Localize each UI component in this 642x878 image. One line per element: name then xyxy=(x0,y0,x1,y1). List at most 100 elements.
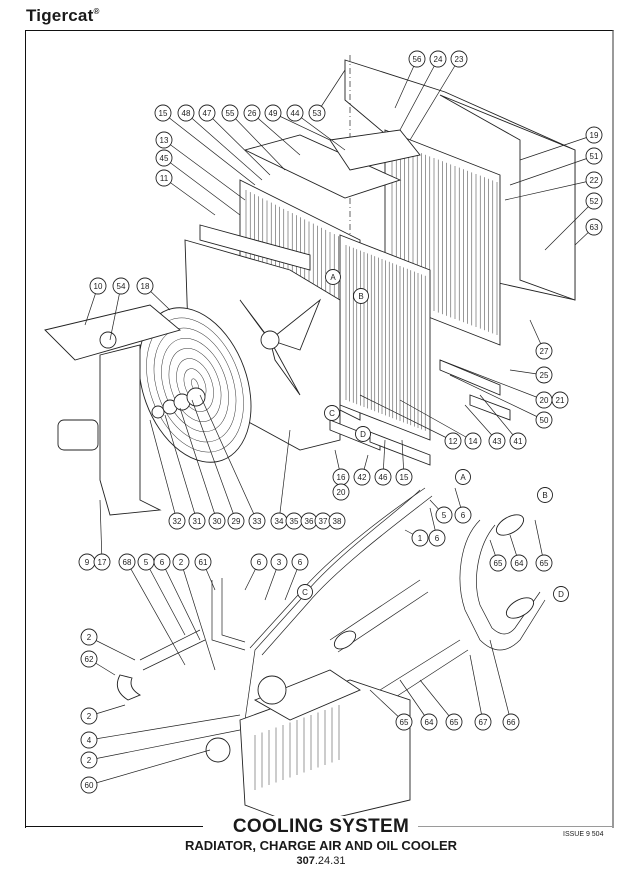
callout-label: B xyxy=(542,491,547,500)
leader-line xyxy=(251,112,301,156)
callout-20: 20 xyxy=(332,483,350,501)
leader-line xyxy=(88,749,211,786)
coolant-hoses xyxy=(116,487,433,721)
page-number-section: 307 xyxy=(296,855,315,867)
callout-label: 48 xyxy=(182,109,191,118)
callout-22: 22 xyxy=(585,171,603,189)
callout-label: 67 xyxy=(479,718,488,727)
registered-mark: ® xyxy=(93,7,100,16)
callout-label: 55 xyxy=(226,109,235,118)
callout-61: 61 xyxy=(194,553,212,571)
callout-42: 42 xyxy=(353,468,371,486)
callout-1: 1 xyxy=(411,529,429,547)
callout-label: B xyxy=(358,292,363,301)
callout-label: 6 xyxy=(298,558,303,567)
callout-label: A xyxy=(460,473,466,482)
page-title: COOLING SYSTEM xyxy=(0,816,642,838)
callout-a: A xyxy=(455,469,471,485)
callout-6: 6 xyxy=(250,553,268,571)
leader-line xyxy=(316,69,346,114)
callout-a: A xyxy=(325,269,341,285)
callout-5: 5 xyxy=(435,506,453,524)
drawing-frame xyxy=(25,30,614,828)
callout-2: 2 xyxy=(80,707,98,725)
callout-c: C xyxy=(324,405,340,421)
callout-63: 63 xyxy=(585,218,603,236)
callout-label: 45 xyxy=(160,154,169,163)
fan-blade xyxy=(239,298,322,396)
leader-line xyxy=(199,394,258,522)
callout-45: 45 xyxy=(155,149,173,167)
callout-2: 2 xyxy=(80,751,98,769)
callout-label: 37 xyxy=(319,517,328,526)
callout-label: 21 xyxy=(556,396,565,405)
leader-line xyxy=(449,374,545,421)
leader-line xyxy=(163,139,246,201)
callout-label: 54 xyxy=(117,282,126,291)
callout-label: 65 xyxy=(400,718,409,727)
callout-label: 66 xyxy=(507,718,516,727)
callout-47: 47 xyxy=(198,104,216,122)
callout-label: A xyxy=(330,273,336,282)
leader-line xyxy=(399,679,430,723)
callout-3: 3 xyxy=(270,553,288,571)
callout-2: 2 xyxy=(172,553,190,571)
callout-6: 6 xyxy=(428,529,446,547)
callout-label: 36 xyxy=(305,517,314,526)
callout-label: 16 xyxy=(337,473,346,482)
callout-16: 16 xyxy=(332,468,350,486)
callout-label: 2 xyxy=(87,712,92,721)
callout-label: 2 xyxy=(87,756,92,765)
callout-65: 65 xyxy=(445,713,463,731)
callout-6: 6 xyxy=(291,553,309,571)
callout-label: 3 xyxy=(277,558,282,567)
callout-label: 35 xyxy=(290,517,299,526)
engine-block xyxy=(205,669,411,827)
callout-44: 44 xyxy=(286,104,304,122)
callout-51: 51 xyxy=(585,147,603,165)
callout-label: 42 xyxy=(358,473,367,482)
charge-air-tubes xyxy=(329,514,546,703)
callout-label: 26 xyxy=(248,109,257,118)
callout-label: C xyxy=(302,588,308,597)
callout-34: 34 xyxy=(270,512,288,530)
callout-41: 41 xyxy=(509,432,527,450)
callout-label: 65 xyxy=(494,559,503,568)
callout-label: C xyxy=(329,409,335,418)
callout-26: 26 xyxy=(243,104,261,122)
callout-55: 55 xyxy=(221,104,239,122)
callout-10: 10 xyxy=(89,277,107,295)
callout-2: 2 xyxy=(80,628,98,646)
callout-27: 27 xyxy=(535,342,553,360)
callout-label: 15 xyxy=(400,473,409,482)
callout-label: 41 xyxy=(514,437,523,446)
leader-line xyxy=(99,499,103,563)
callout-label: 6 xyxy=(257,558,262,567)
frame-bottom-rule-left xyxy=(25,826,203,827)
callout-21: 21 xyxy=(551,391,569,409)
leader-line xyxy=(272,112,331,141)
callout-label: 33 xyxy=(253,517,262,526)
leader-line xyxy=(163,157,241,216)
callout-label: 46 xyxy=(379,473,388,482)
callout-6: 6 xyxy=(454,506,472,524)
callout-label: 47 xyxy=(203,109,212,118)
callout-label: 62 xyxy=(85,655,94,664)
hydraulic-motor-bracket xyxy=(44,304,181,516)
leader-line xyxy=(206,112,271,176)
leader-line xyxy=(88,729,241,761)
leader-line xyxy=(278,429,291,522)
callout-label: 15 xyxy=(159,109,168,118)
callout-label: 14 xyxy=(469,437,478,446)
leader-line xyxy=(88,714,241,741)
callout-52: 52 xyxy=(585,192,603,210)
callout-56: 56 xyxy=(408,50,426,68)
callout-label: 17 xyxy=(98,558,107,567)
callout-label: 65 xyxy=(450,718,459,727)
callout-label: 44 xyxy=(291,109,300,118)
callout-label: 1 xyxy=(418,534,423,543)
leader-line xyxy=(88,636,136,661)
callout-12: 12 xyxy=(444,432,462,450)
